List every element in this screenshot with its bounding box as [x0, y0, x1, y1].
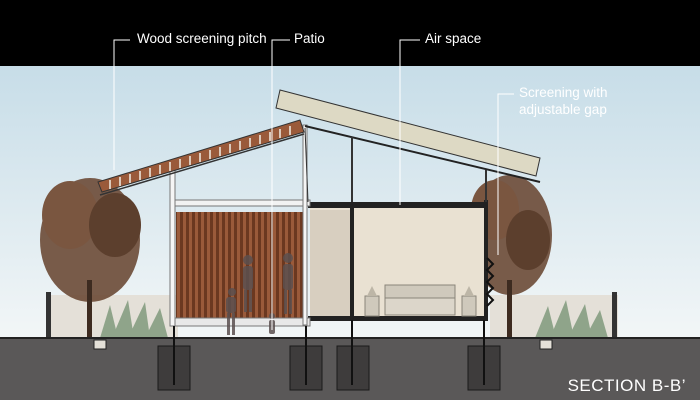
- bed: [364, 284, 477, 317]
- wood-screening-slats: [109, 126, 291, 189]
- inner-roof-line: [304, 127, 309, 203]
- screening-label: Screening with adjustable gap: [519, 85, 608, 117]
- patio-louver-panel: [176, 212, 304, 320]
- patio-left-column: [169, 169, 176, 327]
- right-wall-post: [612, 292, 617, 338]
- left-wall-post: [46, 292, 51, 338]
- people-silhouettes: [226, 253, 293, 335]
- left-wall-footing: [93, 339, 107, 350]
- section-title: SECTION B-B’: [567, 376, 686, 395]
- left-tree: [40, 178, 141, 338]
- patio-floor: [169, 317, 311, 327]
- patio-beam: [169, 199, 311, 207]
- left-roof-underside: [99, 133, 305, 196]
- room-floor-slab: [308, 316, 488, 321]
- right-wall-footing: [539, 339, 553, 350]
- patio-mid-column: [302, 124, 308, 326]
- room-right-post: [484, 200, 488, 320]
- right-shrub: [535, 300, 608, 338]
- right-roof-underside: [304, 125, 541, 183]
- air-space-label: Air space: [425, 31, 482, 46]
- left-shrub: [100, 300, 168, 338]
- leader-lines: [113, 39, 514, 330]
- foundation-columns: [173, 320, 485, 385]
- room-left-wall: [310, 210, 352, 320]
- room-mid-column: [350, 208, 354, 316]
- wood-screening-label: Wood screening pitch: [137, 31, 267, 46]
- adjustable-screening: [485, 257, 495, 307]
- right-tree: [468, 175, 552, 338]
- room-beam-top: [308, 202, 488, 208]
- patio-label: Patio: [294, 31, 325, 46]
- right-roof: [275, 89, 541, 177]
